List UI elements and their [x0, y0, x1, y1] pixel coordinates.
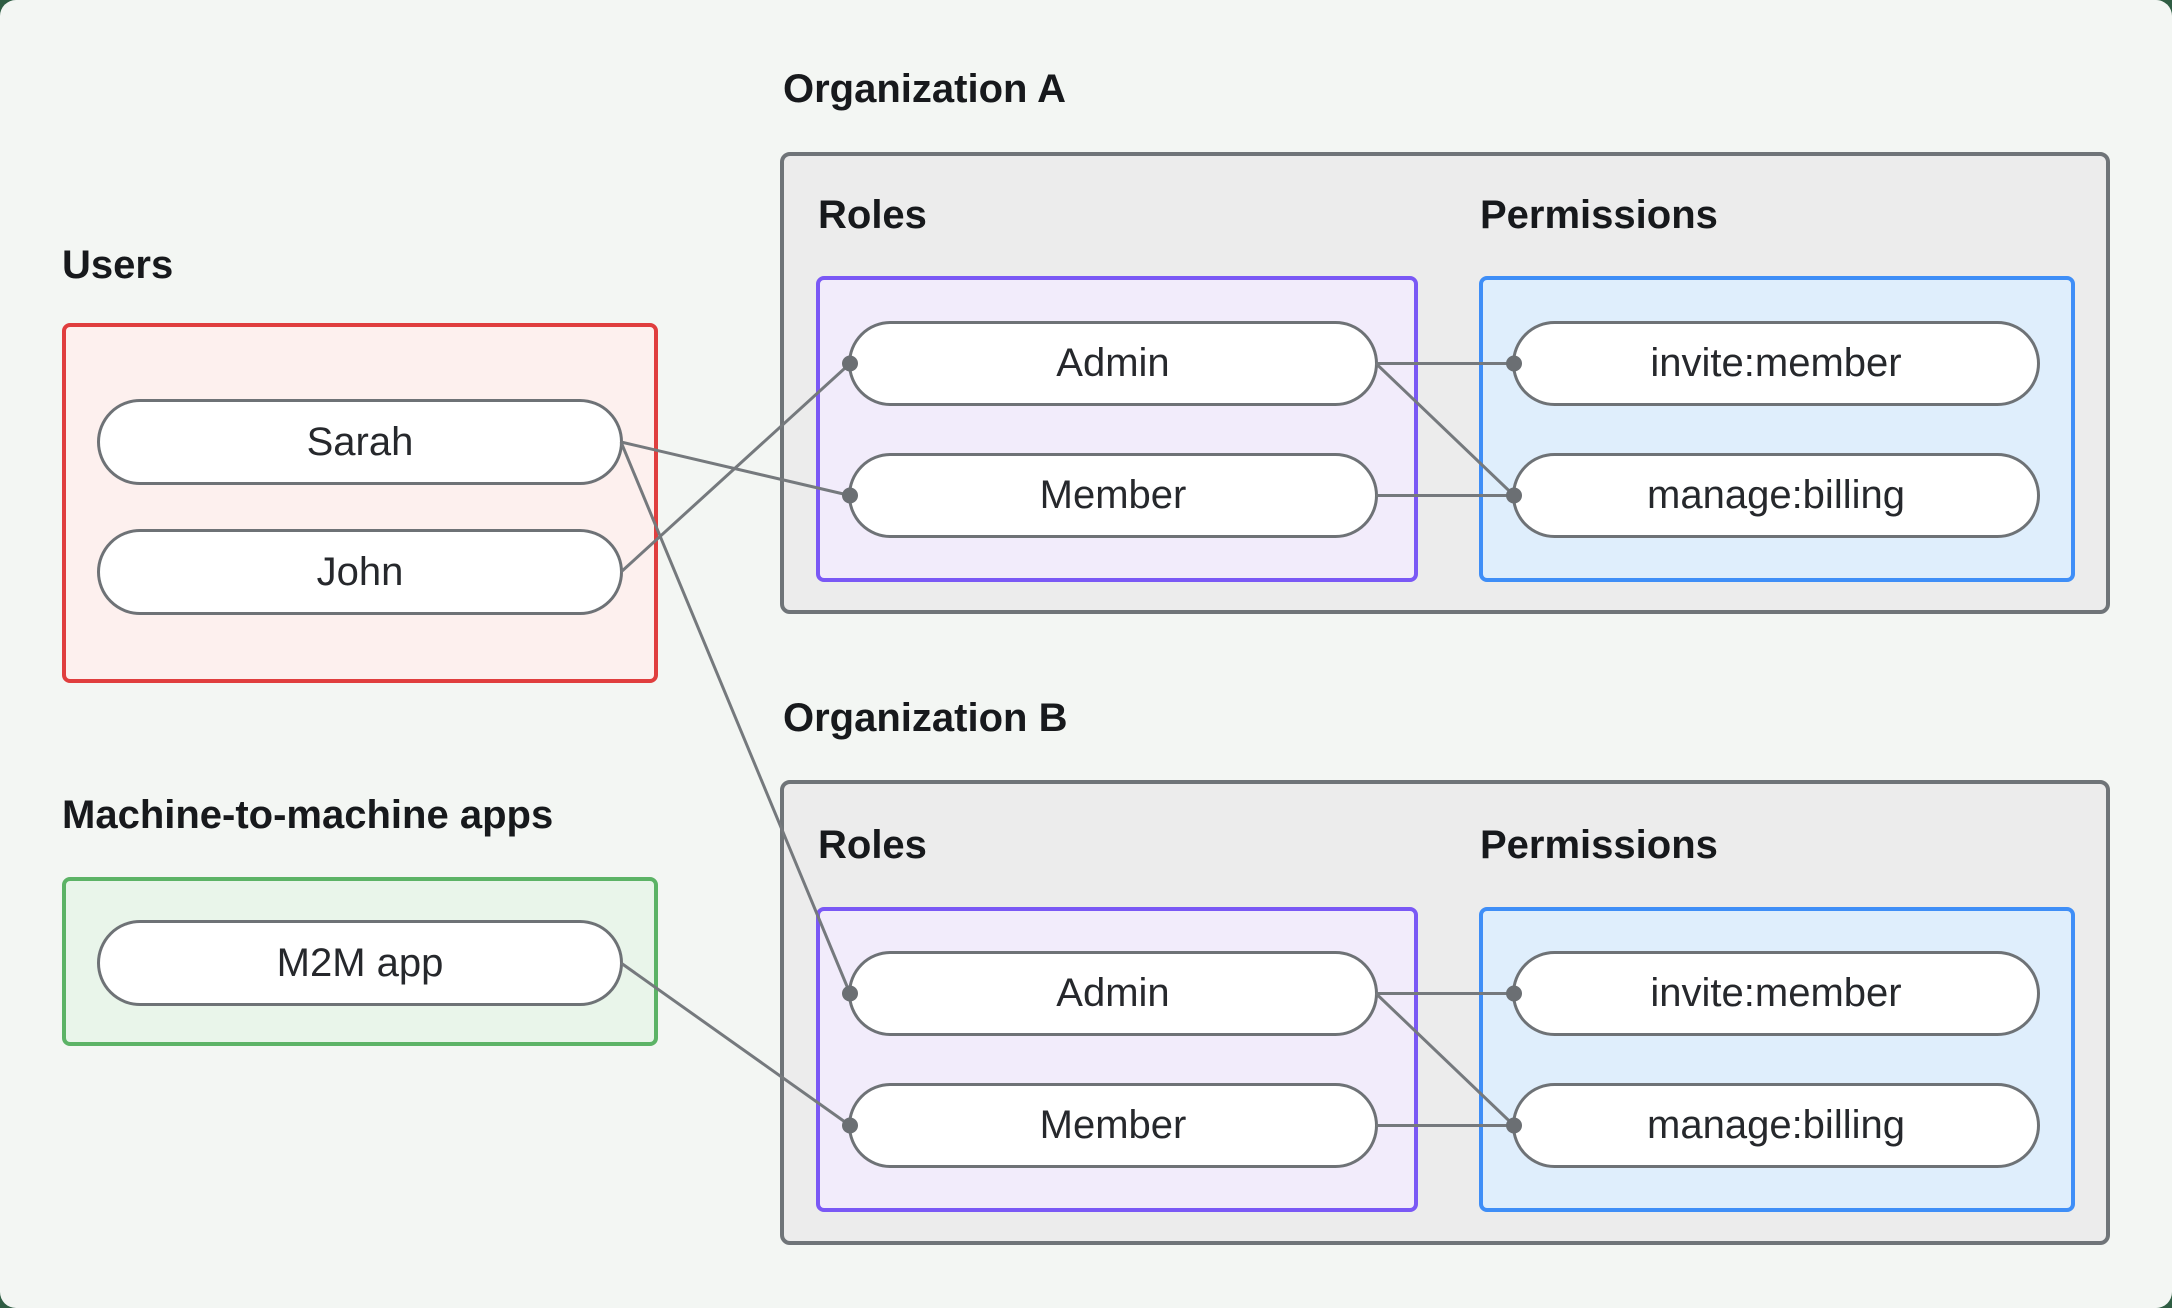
org-b-role-pill-admin: Admin — [848, 951, 1378, 1036]
organization-b-heading: Organization B — [783, 696, 1068, 740]
m2m-app-pill: M2M app — [97, 920, 623, 1006]
organization-b-permissions-label: Permissions — [1480, 823, 1718, 867]
users-group-box — [62, 323, 658, 683]
user-pill-john: John — [97, 529, 623, 615]
org-b-permission-pill-manage-billing: manage:billing — [1512, 1083, 2040, 1168]
org-b-role-pill-member: Member — [848, 1083, 1378, 1168]
users-group-heading: Users — [62, 243, 174, 287]
organization-a-permissions-label: Permissions — [1480, 193, 1718, 237]
org-b-permission-pill-invite-member: invite:member — [1512, 951, 2040, 1036]
organization-b-roles-label: Roles — [818, 823, 927, 867]
organization-a-roles-label: Roles — [818, 193, 927, 237]
organization-a-heading: Organization A — [783, 67, 1066, 111]
org-a-permission-pill-invite-member: invite:member — [1512, 321, 2040, 406]
org-a-role-pill-admin: Admin — [848, 321, 1378, 406]
org-a-permission-pill-manage-billing: manage:billing — [1512, 453, 2040, 538]
user-pill-sarah: Sarah — [97, 399, 623, 485]
m2m-group-heading: Machine-to-machine apps — [62, 793, 554, 837]
org-a-role-pill-member: Member — [848, 453, 1378, 538]
